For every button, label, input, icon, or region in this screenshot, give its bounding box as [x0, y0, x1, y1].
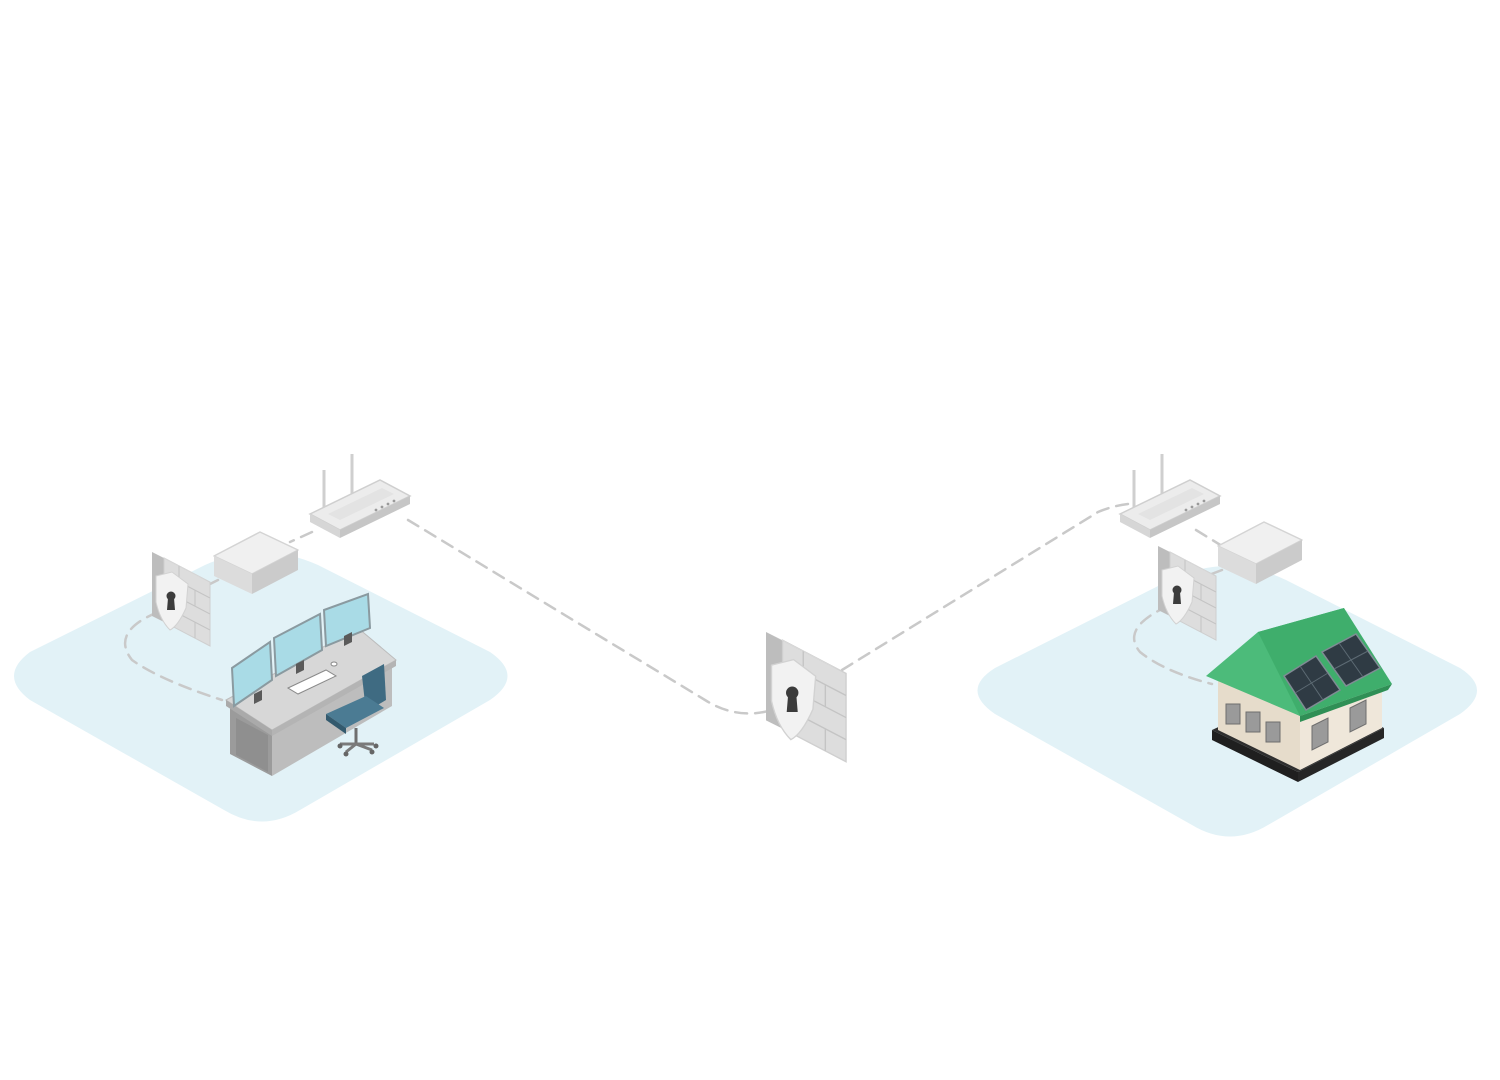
- left-router-icon: [308, 452, 412, 540]
- house-with-solar-icon: [1206, 608, 1392, 782]
- link-left-router-to-gateway: [288, 530, 314, 544]
- monitor-center: [272, 612, 324, 678]
- solar-panels: [1282, 633, 1382, 712]
- office-chair-icon: [326, 664, 386, 757]
- right-router-icon: [1118, 452, 1222, 540]
- link-central-firewall-to-right-router: [840, 502, 1130, 672]
- control-desk-icon: [225, 592, 397, 776]
- link-right-router-to-gateway: [1194, 528, 1224, 548]
- monitor-right: [322, 592, 372, 648]
- monitor-left: [230, 640, 274, 708]
- link-left-router-to-central-firewall: [406, 518, 780, 715]
- link-right-firewall-to-house: [1132, 604, 1214, 686]
- link-left-firewall-to-desk: [123, 610, 224, 702]
- central-firewall-icon: [765, 631, 847, 763]
- connection-lines: [123, 502, 1224, 715]
